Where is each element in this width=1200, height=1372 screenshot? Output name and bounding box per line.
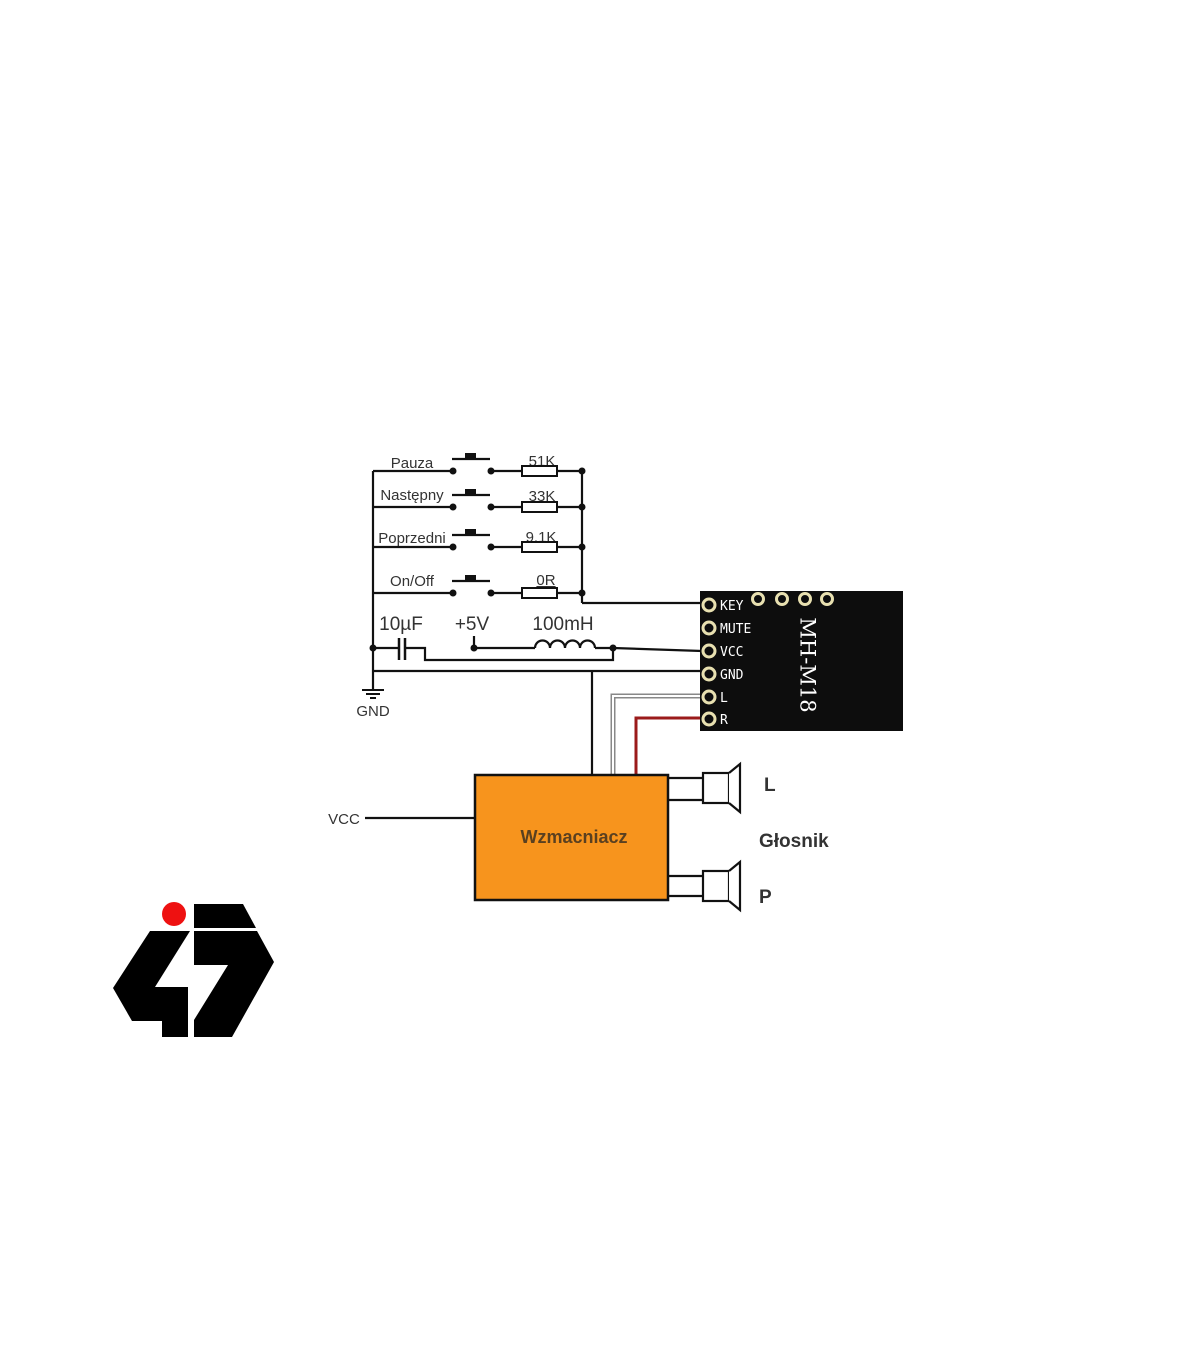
module-pin <box>701 597 717 613</box>
button-row <box>373 529 586 553</box>
push-button-cap <box>465 489 476 495</box>
speaker-label: Głosnik <box>759 831 829 852</box>
switch-contact <box>449 543 457 551</box>
supply-label: +5V <box>455 614 490 635</box>
module-pad <box>751 592 765 606</box>
pin-label: R <box>720 713 728 728</box>
junction <box>609 644 617 652</box>
wire <box>405 646 615 662</box>
mh-m18-module <box>700 591 903 731</box>
module-pin <box>701 689 717 705</box>
module-pad <box>775 592 789 606</box>
button-row-nastepny: Następny 33K <box>380 487 555 505</box>
logo-shape <box>194 904 256 928</box>
amplifier-block <box>473 773 670 902</box>
capacitor-label: 10µF <box>379 614 423 635</box>
junction <box>578 589 586 597</box>
module-pad <box>798 592 812 606</box>
module-pin <box>701 666 717 682</box>
logo-shape <box>194 931 274 1037</box>
resistor-symbol <box>521 587 558 599</box>
switch-contact <box>449 467 457 475</box>
button-row <box>373 453 586 477</box>
resistor-symbol <box>521 465 558 477</box>
button-label: Pauza <box>391 455 434 472</box>
push-button-cap <box>465 575 476 581</box>
logo-dot <box>162 902 186 926</box>
module-pin <box>701 643 717 659</box>
pin-label: GND <box>720 668 744 683</box>
pin-label: MUTE <box>720 622 751 637</box>
button-row-onoff: On/Off 0R <box>390 572 556 590</box>
junction <box>369 644 377 652</box>
junction <box>578 467 586 475</box>
pin-label: VCC <box>720 645 743 660</box>
inductor-label: 100mH <box>532 614 593 635</box>
button-label: Poprzedni <box>378 530 446 547</box>
ground-symbol <box>362 689 384 699</box>
junction <box>578 543 586 551</box>
l-wire-core <box>612 695 702 775</box>
switch-contact <box>449 589 457 597</box>
amplifier-label: Wzmacniacz <box>520 827 627 847</box>
vcc-label: VCC <box>328 811 360 828</box>
speaker-left-icon <box>668 761 742 815</box>
resistor-label: 33K <box>529 488 556 505</box>
resistor-label: 0R <box>536 572 555 589</box>
speaker-right-label: P <box>759 887 772 908</box>
button-label: On/Off <box>390 573 435 590</box>
r-wire <box>634 716 702 775</box>
company-logo <box>113 902 274 1037</box>
module-pin <box>701 711 717 727</box>
speaker-right-icon <box>668 859 742 913</box>
button-row <box>373 489 586 513</box>
resistor-symbol <box>521 501 558 513</box>
resistor-symbol <box>521 541 558 553</box>
pin-label: L <box>720 691 728 706</box>
module-name: MH-M18 <box>796 617 820 712</box>
logo-shape <box>113 931 190 1037</box>
module-pins: KEY MUTE VCC GND LR <box>701 592 834 728</box>
module-pad <box>820 592 834 606</box>
button-row <box>373 575 586 599</box>
push-button-cap <box>465 453 476 459</box>
l-wire <box>610 693 702 775</box>
wire <box>472 636 535 650</box>
pin-label: KEY <box>720 599 744 614</box>
speaker-left-label: L <box>764 775 776 796</box>
switch-resistor-rows <box>373 453 586 599</box>
module-pin <box>701 620 717 636</box>
junction <box>470 644 478 652</box>
switch-contact <box>449 503 457 511</box>
push-button-cap <box>465 529 476 535</box>
gnd-label: GND <box>356 703 390 720</box>
junction <box>578 503 586 511</box>
inductor-symbol <box>533 639 597 649</box>
button-label: Następny <box>380 487 444 504</box>
